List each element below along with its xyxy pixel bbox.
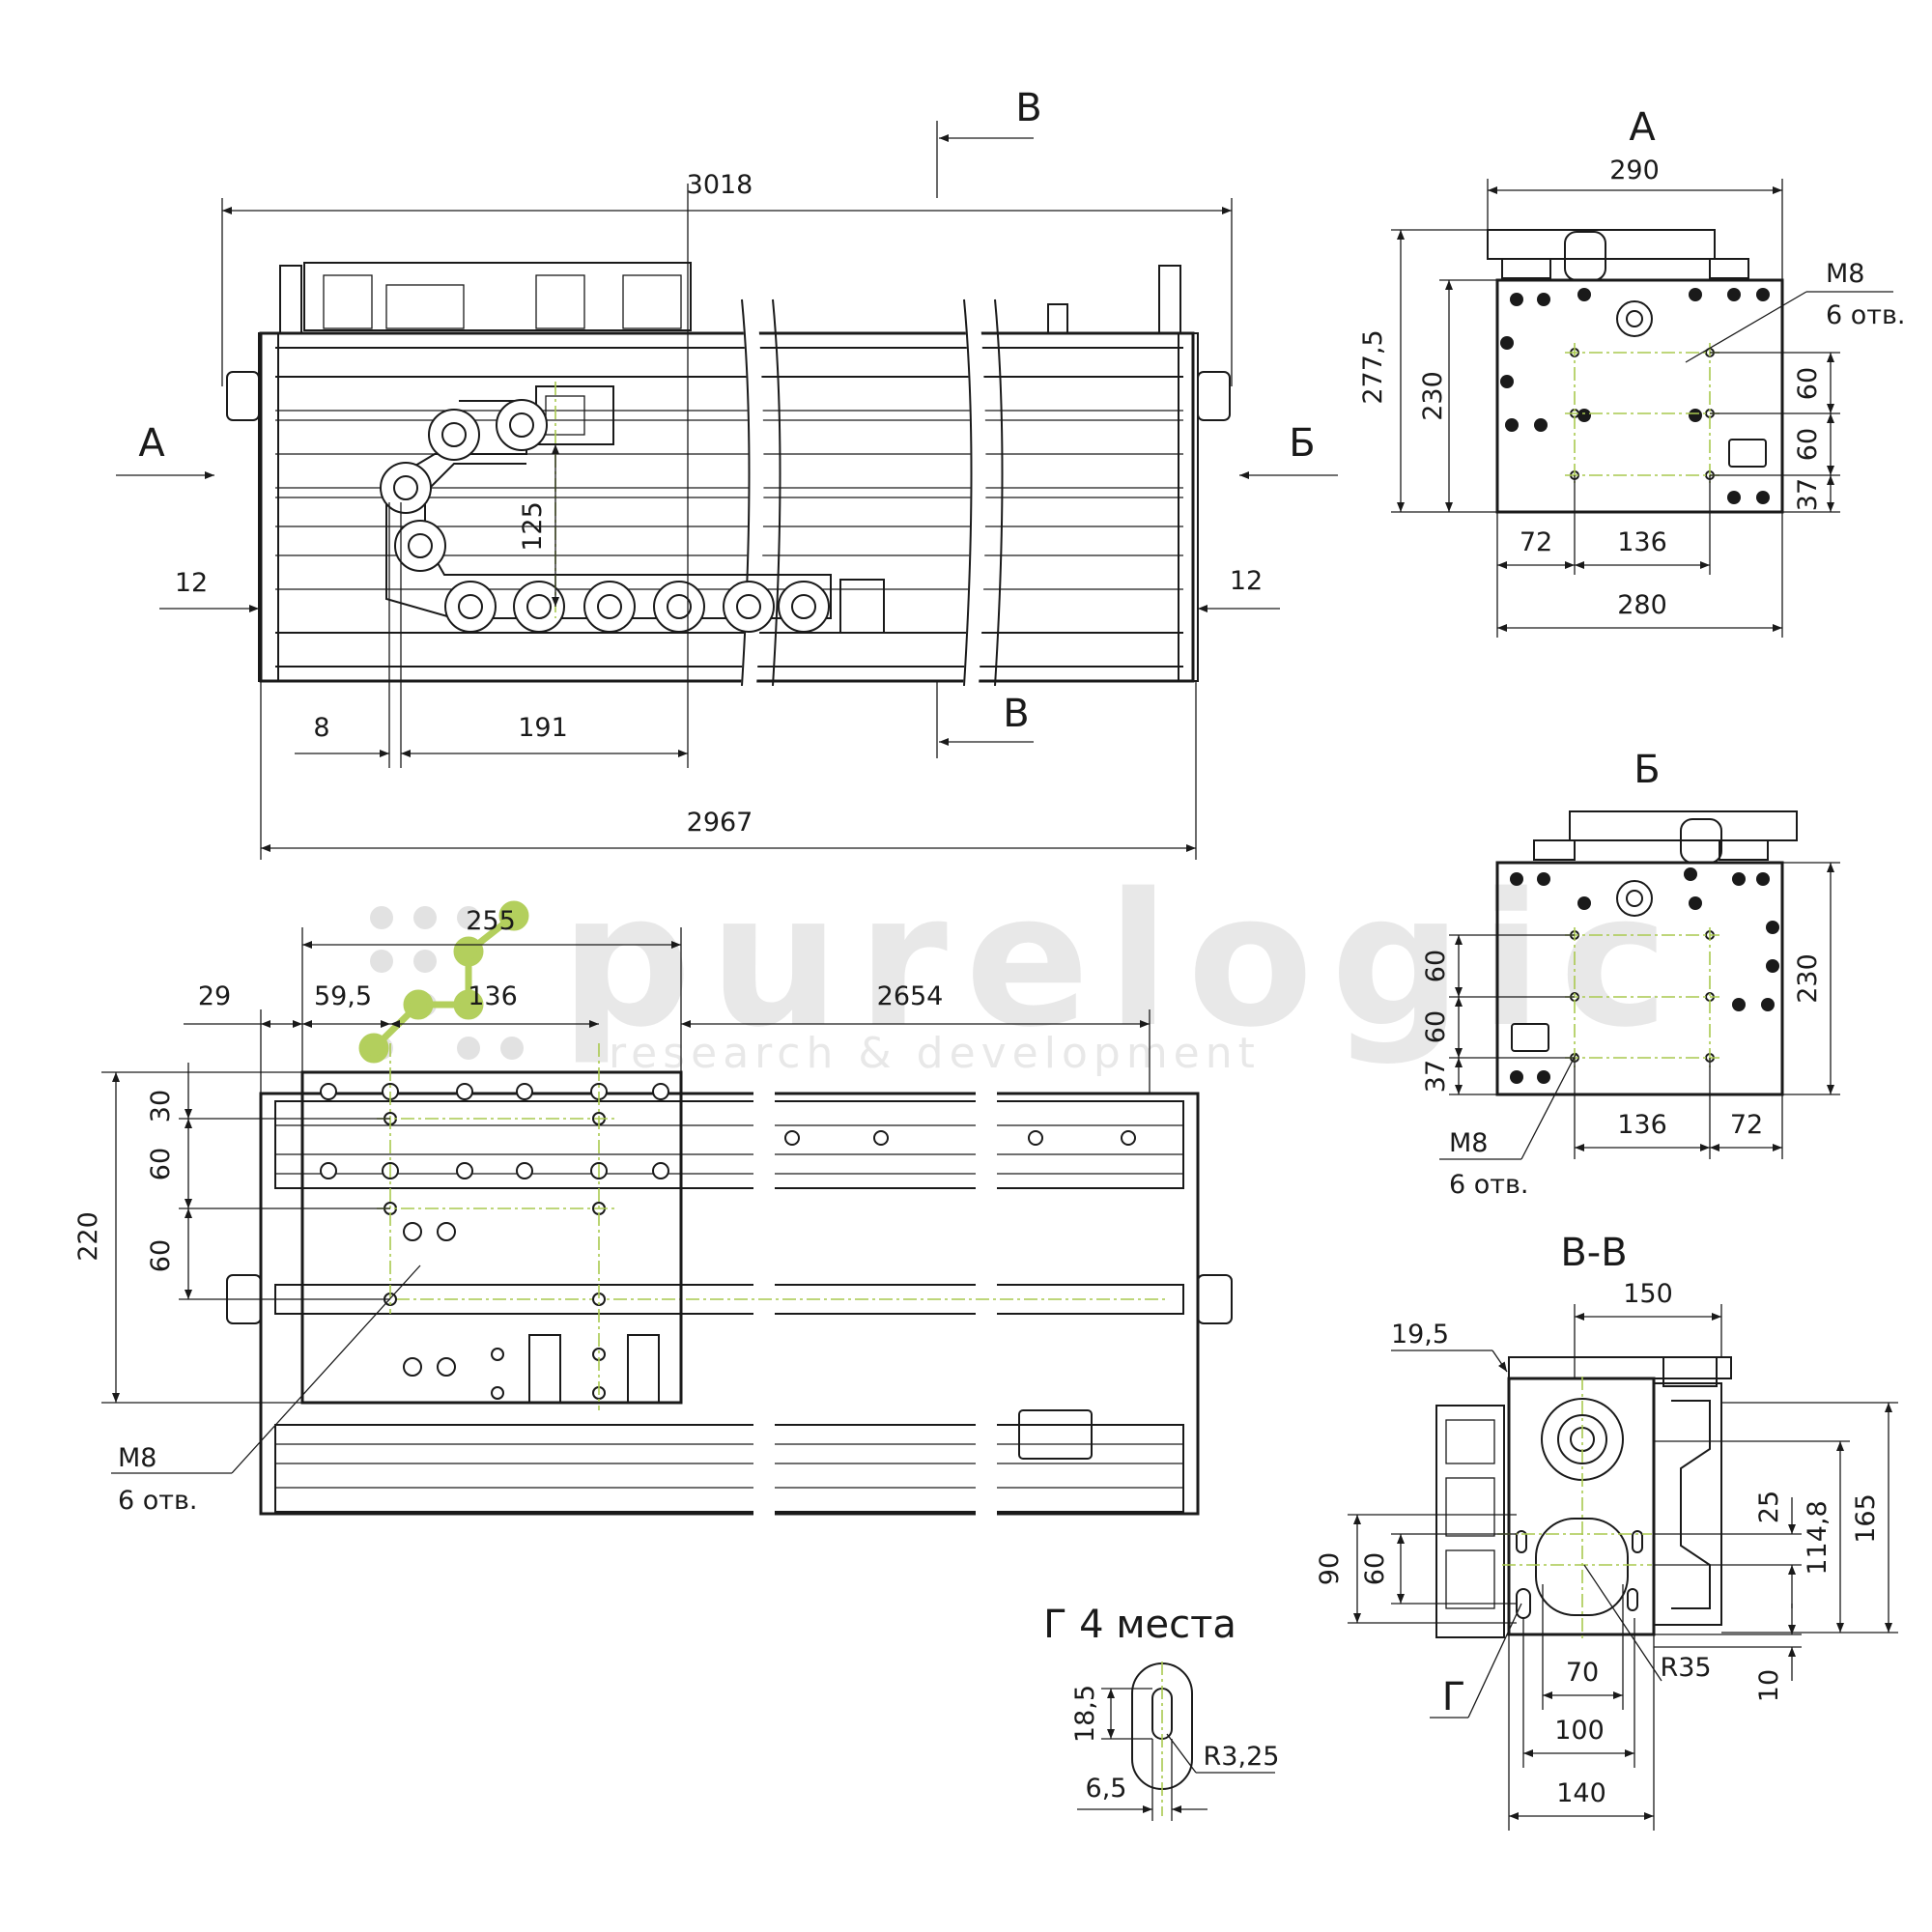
dim-vv-114-8: 114,8 bbox=[1803, 1500, 1833, 1575]
section-mark-bottom: В bbox=[1003, 692, 1029, 736]
top-thread-count: 6 отв. bbox=[118, 1486, 198, 1516]
watermark-brand: purelogic bbox=[560, 854, 1686, 1067]
view-b-bearing-icon bbox=[1616, 880, 1653, 917]
dim-travel: 2654 bbox=[877, 981, 944, 1011]
dim-top-255: 255 bbox=[466, 906, 516, 936]
dim-b-37: 37 bbox=[1421, 1060, 1451, 1093]
detail-g-radius: R3,25 bbox=[1204, 1742, 1280, 1772]
watermark-tagline: research & development bbox=[609, 1029, 1261, 1078]
dim-vv-r35: R35 bbox=[1660, 1653, 1711, 1683]
view-a-arrow-label: А bbox=[138, 421, 165, 466]
dim-b-72: 72 bbox=[1730, 1110, 1763, 1140]
dim-top-136: 136 bbox=[468, 981, 518, 1011]
dim-top-30: 30 bbox=[146, 1090, 176, 1122]
dim-a-230: 230 bbox=[1418, 371, 1448, 421]
dim-a-72: 72 bbox=[1520, 527, 1552, 557]
limit-switch-icon bbox=[1018, 1409, 1093, 1460]
cable-chain-icon bbox=[380, 399, 885, 634]
dim-vv-100: 100 bbox=[1554, 1716, 1605, 1746]
dim-top-220: 220 bbox=[73, 1211, 103, 1262]
dim-vv-10: 10 bbox=[1754, 1669, 1784, 1702]
dim-a-37: 37 bbox=[1793, 478, 1823, 511]
section-g-leader: Г bbox=[1442, 1675, 1465, 1719]
detail-g: Г 4 места 18,5 6,5 R3,25 bbox=[1043, 1603, 1279, 1821]
section-vv: В-В 150 bbox=[1315, 1231, 1898, 1831]
dim-vv-150: 150 bbox=[1623, 1279, 1673, 1309]
dim-a-136: 136 bbox=[1617, 527, 1667, 557]
front-view: 3018 В В А Б bbox=[116, 86, 1338, 860]
dim-top-29: 29 bbox=[198, 981, 231, 1011]
view-b: Б 230 bbox=[1421, 748, 1840, 1200]
dim-overall-length: 3018 bbox=[687, 170, 753, 200]
dim-a-60b: 60 bbox=[1793, 428, 1823, 461]
dim-top-60b: 60 bbox=[146, 1239, 176, 1272]
dim-vv-165: 165 bbox=[1851, 1493, 1881, 1544]
dim-vv-60: 60 bbox=[1360, 1552, 1390, 1585]
end-nut-left-icon bbox=[226, 371, 260, 421]
dim-vv-140: 140 bbox=[1556, 1778, 1606, 1808]
dim-vv-19-5: 19,5 bbox=[1391, 1320, 1449, 1350]
view-a-title: А bbox=[1629, 105, 1656, 150]
section-mark-top: В bbox=[1015, 86, 1041, 130]
left-profile-icon bbox=[1435, 1405, 1505, 1638]
dim-left-offset: 12 bbox=[175, 568, 208, 598]
end-nut-right-icon bbox=[1197, 1274, 1233, 1324]
dim-top-59-5: 59,5 bbox=[314, 981, 372, 1011]
mounting-holes bbox=[320, 1083, 669, 1400]
dim-a-290: 290 bbox=[1609, 156, 1660, 185]
section-vv-title: В-В bbox=[1560, 1231, 1627, 1275]
dim-right-offset: 12 bbox=[1230, 566, 1263, 596]
dim-a-280: 280 bbox=[1617, 590, 1667, 620]
detail-g-len: 18,5 bbox=[1070, 1685, 1100, 1743]
view-a-bearing-icon bbox=[1616, 300, 1653, 337]
view-a-connector-icon bbox=[1728, 439, 1767, 468]
dim-chain-height: 125 bbox=[518, 501, 548, 552]
view-b-connector-icon bbox=[1511, 1023, 1549, 1052]
b-thread-label: М8 bbox=[1449, 1128, 1488, 1158]
detail-g-width: 6,5 bbox=[1086, 1774, 1127, 1804]
dim-b-60a: 60 bbox=[1421, 950, 1451, 982]
dim-vv-90: 90 bbox=[1315, 1552, 1345, 1585]
view-b-title: Б bbox=[1634, 748, 1660, 792]
dim-frame-length: 2967 bbox=[687, 808, 753, 838]
detail-g-title: Г 4 места bbox=[1043, 1603, 1236, 1647]
dim-b-60b: 60 bbox=[1421, 1010, 1451, 1043]
section-shaft-icon bbox=[1541, 1398, 1624, 1481]
dim-carriage-pos: 191 bbox=[518, 713, 568, 743]
top-thread-label: М8 bbox=[118, 1443, 156, 1473]
dim-top-60a: 60 bbox=[146, 1148, 176, 1180]
dim-b-230: 230 bbox=[1793, 953, 1823, 1004]
dim-a-277-5: 277,5 bbox=[1358, 329, 1388, 404]
a-thread-label: М8 bbox=[1826, 259, 1864, 289]
top-view: 255 29 59,5 136 2654 220 30 60 60 М8 6 о… bbox=[73, 906, 1233, 1526]
end-nut-right-icon bbox=[1197, 371, 1231, 421]
carriage-plate bbox=[300, 1070, 683, 1405]
view-b-arrow-label: Б bbox=[1289, 421, 1315, 466]
a-thread-count: 6 отв. bbox=[1826, 300, 1906, 330]
view-a: А 290 bbox=[1358, 105, 1906, 638]
b-thread-count: 6 отв. bbox=[1449, 1170, 1529, 1200]
watermark: purelogic research & development bbox=[358, 854, 1686, 1078]
dim-a-60a: 60 bbox=[1793, 367, 1823, 400]
right-profile-icon bbox=[1653, 1382, 1722, 1626]
dim-link-offset: 8 bbox=[313, 713, 329, 743]
dim-vv-25: 25 bbox=[1754, 1491, 1784, 1523]
dim-vv-70: 70 bbox=[1566, 1658, 1599, 1688]
dim-b-136: 136 bbox=[1617, 1110, 1667, 1140]
